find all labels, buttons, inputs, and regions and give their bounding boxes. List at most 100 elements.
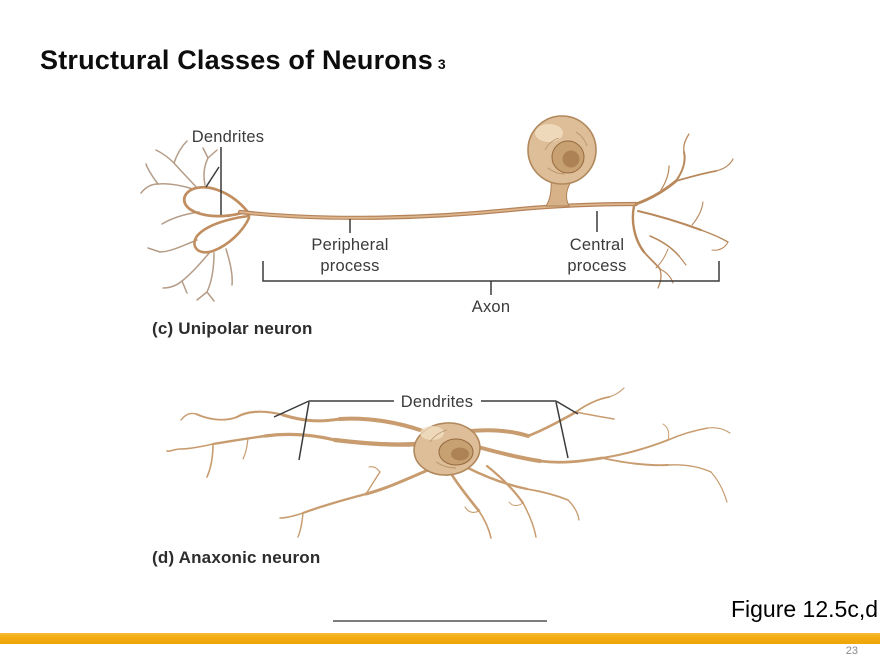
anaxonic-processes	[166, 387, 731, 539]
dendrite-branch	[279, 512, 304, 519]
dendrites-leader-line	[205, 166, 220, 188]
dendrite-branch	[466, 466, 529, 491]
dendrite-branch	[522, 502, 537, 538]
nucleus	[438, 438, 474, 466]
slide-title-index: 3	[437, 56, 446, 72]
dendrite-branch	[715, 158, 734, 172]
dendrite-branch	[206, 252, 215, 293]
dendrite-branch	[567, 499, 580, 521]
soma-texture-line	[575, 131, 588, 147]
soma-texture-line	[429, 429, 448, 443]
accent-bar	[0, 633, 880, 644]
dendrite-branch	[667, 427, 709, 441]
dendrite-branch	[662, 423, 670, 441]
dendrite-loop	[193, 214, 251, 254]
axon-highlight	[239, 203, 637, 219]
anaxonic-neuron-illustration	[166, 387, 731, 539]
dendrite-branch	[601, 457, 669, 467]
dendrite-branch	[206, 443, 214, 478]
dendrite-branch	[575, 411, 615, 420]
dendrite-branch	[675, 170, 717, 182]
dendrite-branch	[235, 410, 285, 419]
dendrite-branch	[140, 183, 159, 194]
caption-unipolar-neuron: (c) Unipolar neuron	[152, 319, 313, 338]
dendrite-branch	[173, 162, 198, 189]
dendrite-branch	[225, 248, 233, 286]
dendrite-branch	[711, 241, 729, 251]
dendrite-branch	[181, 251, 211, 282]
dendrites-leader-line	[555, 401, 569, 459]
dendrite-branch	[301, 492, 368, 515]
soma-texture-line	[544, 137, 560, 151]
dendrite-branch	[575, 396, 610, 413]
dendrites-leader-line	[555, 400, 579, 415]
unipolar-annotation-lines	[205, 147, 720, 295]
soma-highlight	[420, 426, 444, 440]
dendrite-branch	[202, 147, 209, 159]
label-central-process: Central process	[567, 236, 627, 275]
dendrite-branch	[675, 151, 686, 182]
dendrite-branch	[450, 473, 481, 513]
anaxonic-annotation-lines	[273, 400, 579, 461]
dendrite-branch	[155, 149, 175, 164]
soma-highlight	[535, 124, 563, 142]
dendrite-branch	[700, 229, 729, 243]
dendrite-branch	[145, 163, 159, 185]
dendrite-loop	[182, 185, 250, 218]
dendrite-branch	[526, 488, 569, 501]
dendrite-branch	[365, 471, 381, 495]
dendrite-branch	[660, 165, 670, 191]
dendrite-branch	[263, 432, 337, 442]
dendrite-branch	[478, 510, 492, 539]
unipolar-left-dendrite-loops	[182, 185, 251, 254]
dendrite-branch	[211, 434, 267, 446]
nucleolus	[451, 447, 469, 461]
dendrite-branch	[173, 140, 188, 164]
unipolar-left-dendrite-twigs	[140, 140, 233, 302]
label-axon: Axon	[471, 298, 511, 316]
fill-in-blank-line	[333, 620, 547, 622]
dendrite-branch	[643, 251, 661, 270]
dendrite-branch	[649, 235, 680, 257]
dendrite-branch	[281, 413, 342, 423]
dendrite-branch	[526, 410, 578, 438]
dendrite-branch	[161, 211, 200, 225]
label-dendrites-unipolar: Dendrites	[191, 128, 265, 146]
label-dendrites-anaxonic: Dendrites	[400, 393, 474, 411]
soma-texture	[544, 131, 588, 175]
nucleus	[551, 140, 585, 174]
dendrite-branch	[196, 291, 208, 301]
dendrite-branch	[637, 210, 702, 231]
dendrites-leader-line	[298, 401, 310, 461]
slide-title: Structural Classes of Neurons	[40, 45, 433, 75]
dendrite-branch	[678, 255, 687, 266]
dendrite-branch	[338, 416, 425, 433]
dendrite-branch	[464, 506, 480, 513]
dendrite-branch	[683, 133, 690, 153]
dendrite-branch	[242, 437, 249, 460]
dendrite-branch	[657, 268, 662, 289]
soma-texture-line	[435, 461, 457, 469]
unipolar-right-dendrite-branches	[631, 133, 734, 289]
dendrite-branch	[707, 427, 731, 434]
dendrite-branch	[162, 280, 183, 289]
dendrite-branch	[206, 291, 215, 302]
dendrite-branch	[195, 413, 238, 421]
dendrite-branch	[485, 464, 525, 505]
dendrite-branch	[157, 183, 194, 190]
dendrite-branch	[364, 468, 430, 496]
dendrite-branch	[147, 247, 161, 253]
dendrite-branch	[332, 437, 420, 447]
dendrite-branch	[667, 464, 712, 473]
soma-texture	[429, 429, 457, 469]
caption-anaxonic-neuron: (d) Anaxonic neuron	[152, 548, 321, 567]
dendrite-branch	[601, 439, 669, 459]
dendrite-branch	[181, 280, 188, 294]
dendrite-branch	[159, 239, 198, 253]
dendrite-branch	[368, 466, 381, 473]
dendrite-branch	[207, 149, 218, 159]
soma-texture-line	[547, 167, 566, 175]
